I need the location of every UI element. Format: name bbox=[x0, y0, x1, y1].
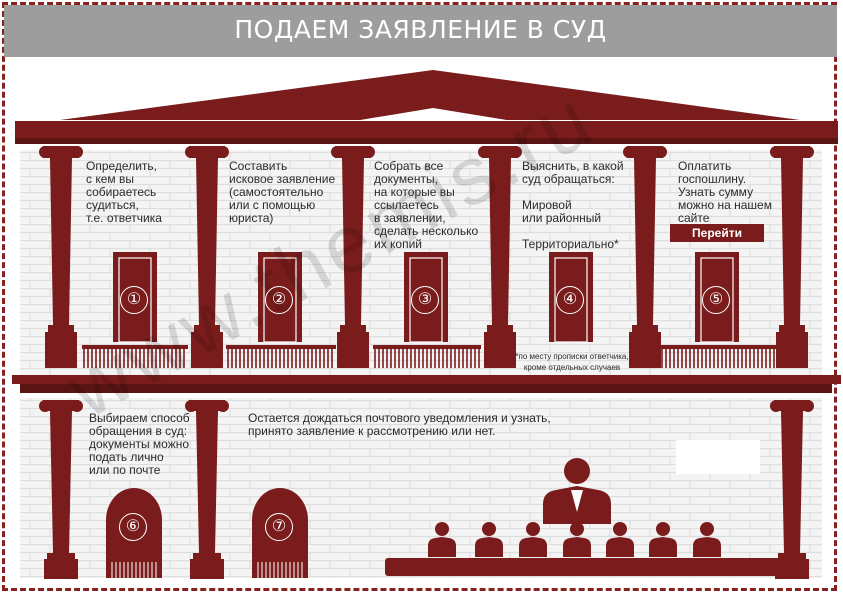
blank-sign bbox=[676, 440, 760, 474]
arched-door-grilles bbox=[111, 562, 303, 578]
footnote: *по месту прописки ответчика, кроме отде… bbox=[515, 352, 629, 372]
step-3-text: Собрать все документы, на которые вы ссы… bbox=[374, 159, 479, 251]
step-1-text: Определить, с кем вы собираетесь судитьс… bbox=[86, 159, 162, 225]
step-2-number: ② bbox=[265, 286, 293, 314]
upper-railing-bars bbox=[83, 349, 775, 368]
step-5-text: Оплатить госпошлину. Узнать сумму можно … bbox=[678, 159, 772, 225]
upper-railings bbox=[82, 345, 778, 349]
balcony-slab bbox=[12, 375, 841, 384]
roof-pediment bbox=[60, 70, 800, 120]
upper-columns bbox=[39, 146, 814, 368]
lower-columns bbox=[39, 400, 814, 579]
step-2-text: Составить исковое заявление (самостоятел… bbox=[229, 159, 336, 225]
balcony-slab-lower bbox=[20, 384, 832, 393]
step-7-number: ⑦ bbox=[265, 513, 293, 541]
roof-cornice bbox=[15, 121, 838, 139]
page-title: ПОДАЕМ ЗАЯВЛЕНИЕ В СУД bbox=[234, 15, 607, 44]
dashed-frame bbox=[2, 2, 837, 591]
title-banner: ПОДАЕМ ЗАЯВЛЕНИЕ В СУД bbox=[4, 5, 837, 57]
step-4-text: Выяснить, в какой суд обращаться: Мирово… bbox=[522, 159, 624, 251]
step-7-text: Остается дождаться почтового уведомления… bbox=[248, 411, 551, 438]
step-6-text: Выбираем способ обращения в суд: докумен… bbox=[89, 411, 190, 477]
step-4-number: ④ bbox=[556, 286, 584, 314]
step-5-number: ⑤ bbox=[702, 286, 730, 314]
step-1-number: ① bbox=[120, 286, 148, 314]
step-6-number: ⑥ bbox=[119, 513, 147, 541]
roof-cornice-shadow bbox=[15, 138, 838, 144]
go-button[interactable]: Перейти bbox=[670, 224, 764, 242]
court-people-icon bbox=[385, 458, 783, 576]
step-3-number: ③ bbox=[411, 286, 439, 314]
